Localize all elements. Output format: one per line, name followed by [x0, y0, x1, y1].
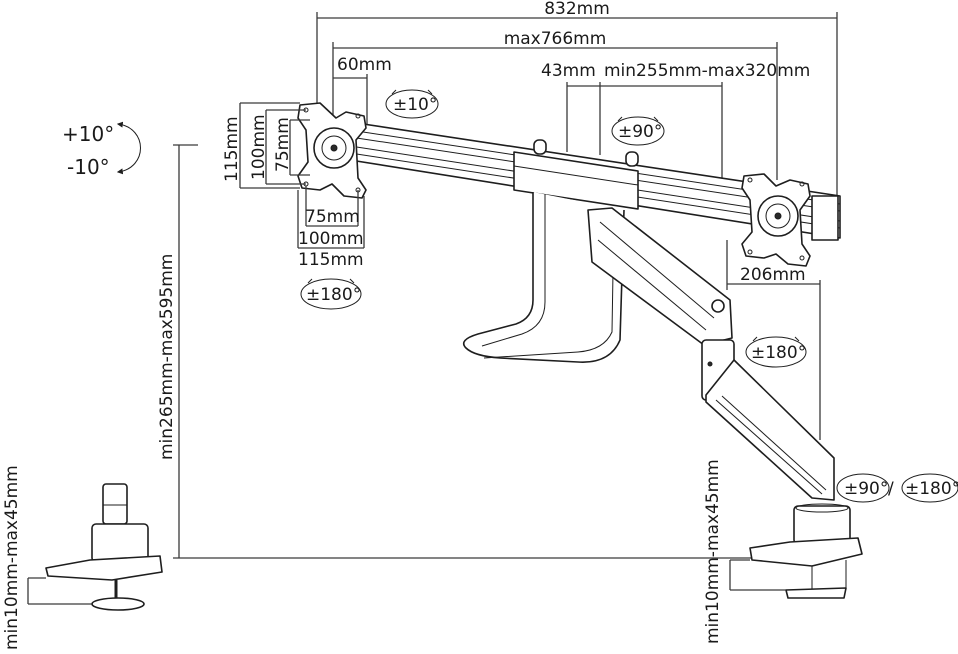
desk-clamp-right: min10mm-max45mm: [703, 459, 863, 644]
label-vesa-w-115: 115mm: [298, 250, 364, 270]
rotation-elbow: ±180°: [745, 336, 807, 368]
vesa-plate-left: [297, 102, 367, 199]
dim-center-gap: 43mm: [541, 61, 601, 155]
rotate-arrow-icon: [391, 89, 433, 95]
svg-text:/: /: [888, 479, 894, 499]
svg-text:±180°: ±180°: [905, 479, 958, 499]
desk-clamp-left: min10mm-max45mm: [2, 465, 163, 650]
rotation-base: ±90° / ±180°: [836, 473, 958, 503]
post-cap-left: [533, 139, 547, 155]
label-center-gap: 43mm: [541, 61, 596, 81]
label-arm-extension: min255mm-max320mm: [604, 61, 810, 81]
stand-loop: [462, 192, 625, 363]
label-height-range: min265mm-max595mm: [157, 254, 177, 460]
label-vesa-w-100: 100mm: [298, 229, 364, 249]
rotation-top-swivel: ±90°: [611, 116, 665, 146]
label-vesa-h-115: 115mm: [222, 116, 242, 182]
svg-text:±180°: ±180°: [306, 285, 361, 305]
dim-max-span: max766mm: [332, 29, 778, 180]
dim-vesa-height: 115mm 100mm 75mm: [222, 102, 310, 189]
post-cap-right: [625, 151, 639, 167]
vesa-plate-right: [741, 173, 811, 267]
label-max-span: max766mm: [504, 29, 607, 49]
label-tilt-minus: -10°: [67, 155, 110, 179]
svg-text:±180°: ±180°: [751, 343, 806, 363]
tilt-indicator: +10° -10°: [62, 121, 141, 179]
label-overall-width: 832mm: [544, 0, 610, 19]
dim-bracket-offset: 60mm: [333, 55, 392, 128]
tilt-arrow-icon: [116, 121, 141, 175]
rotation-vesa: ±180°: [300, 278, 362, 310]
dim-overall-width: 832mm: [316, 0, 838, 200]
articulating-arm: [587, 207, 835, 501]
svg-text:±90°: ±90°: [844, 479, 888, 499]
rotate-arrow-icon: [617, 116, 659, 122]
rotate-arrow-icon: [752, 336, 800, 342]
crossbar-end-cap: [811, 195, 839, 241]
label-lower-arm-reach: 206mm: [740, 265, 806, 285]
label-clamp-range-right: min10mm-max45mm: [703, 459, 723, 644]
label-vesa-w-75: 75mm: [305, 207, 360, 227]
label-vesa-h-100: 100mm: [249, 114, 269, 180]
dim-vesa-width: 75mm 100mm 115mm: [297, 186, 365, 270]
rotate-arrow-icon: [307, 278, 355, 284]
rotation-bar-tilt: ±10°: [385, 89, 439, 119]
label-vesa-h-75: 75mm: [273, 117, 293, 172]
dim-height-range: min265mm-max595mm: [157, 144, 795, 559]
label-clamp-range-left: min10mm-max45mm: [2, 465, 22, 650]
label-bracket-offset: 60mm: [337, 55, 392, 75]
svg-text:±90°: ±90°: [618, 122, 662, 142]
arm-pivot-upper: [711, 299, 725, 313]
svg-text:±10°: ±10°: [393, 95, 437, 115]
dim-lower-arm-reach: 206mm: [726, 240, 821, 440]
label-tilt-plus: +10°: [62, 122, 114, 146]
dim-arm-extension: min255mm-max320mm: [600, 61, 810, 180]
